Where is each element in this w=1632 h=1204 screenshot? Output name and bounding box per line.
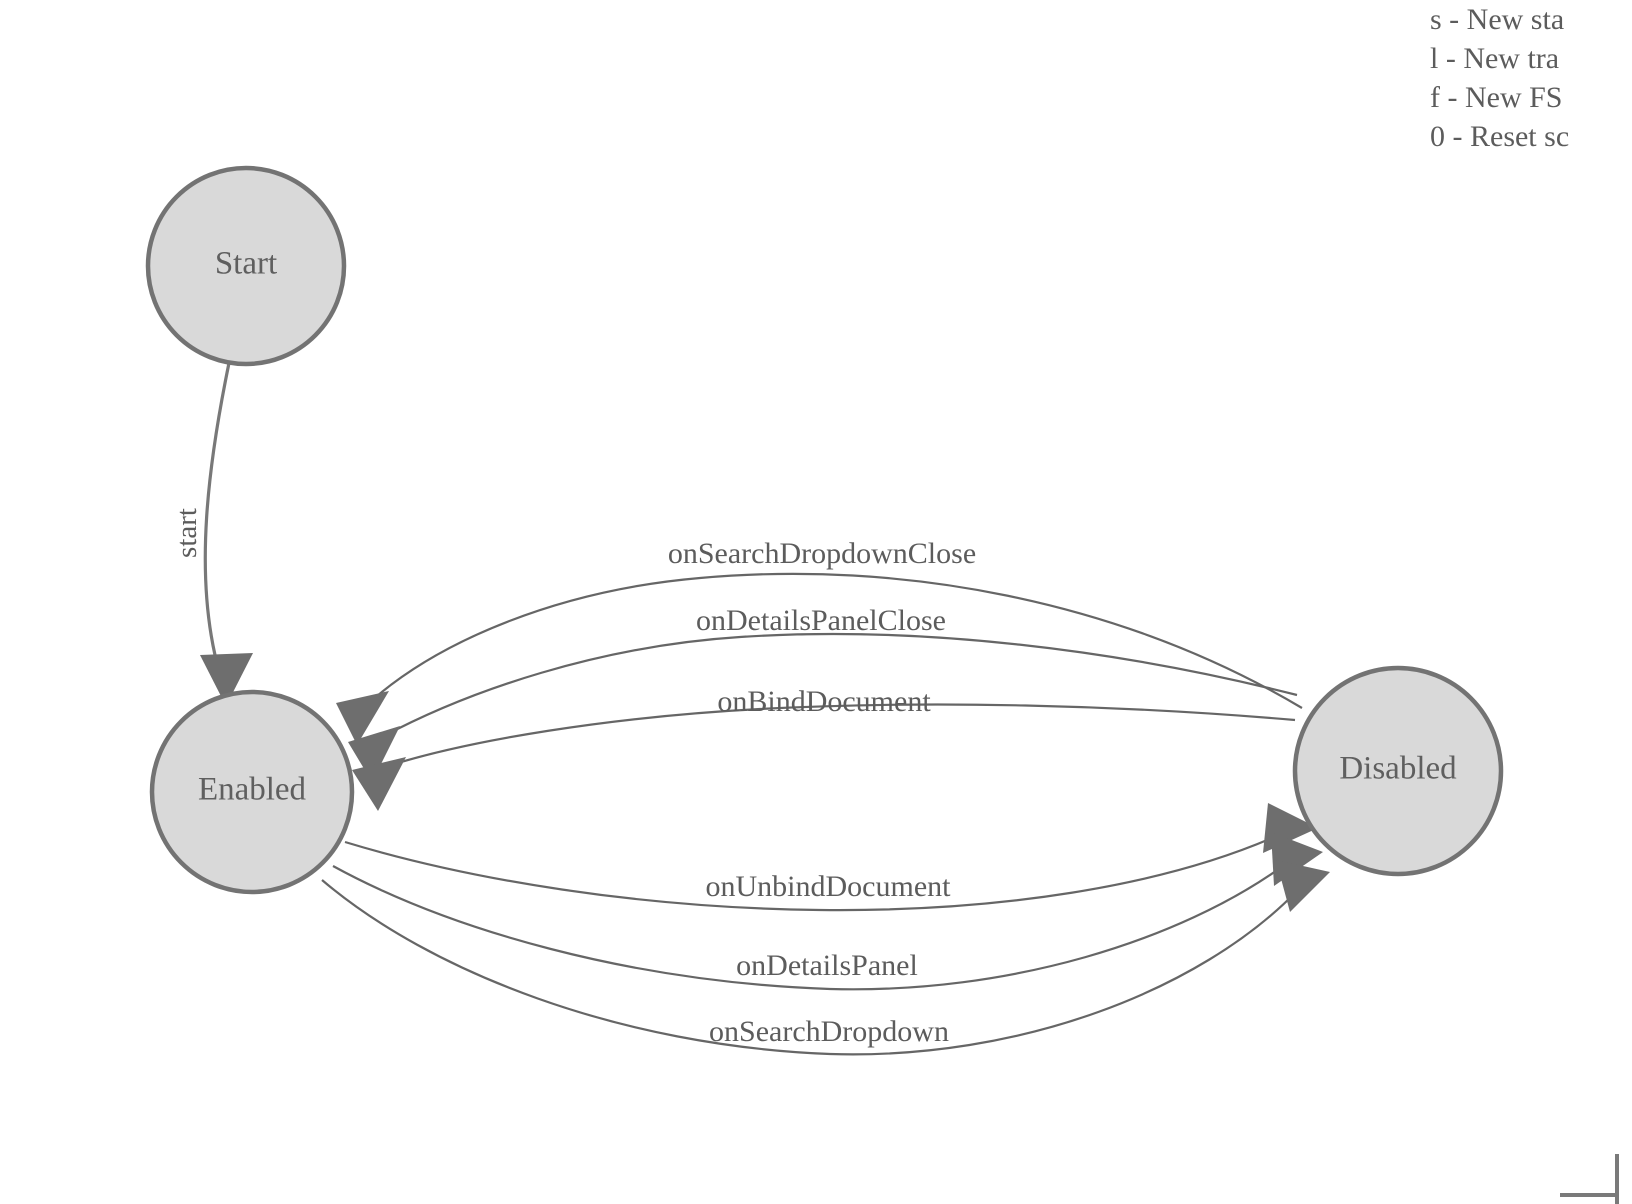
edge-start-to-enabled[interactable]: start (171, 362, 253, 706)
edge-enabled-to-disabled-onDetailsPanel[interactable]: onDetailsPanel (332, 832, 1323, 991)
corner-horizontal-rule (1560, 1193, 1619, 1197)
edge-path-onDetailsPanel (332, 865, 1284, 991)
edge-path-onDetailsPanelClose (381, 632, 1298, 738)
arrowhead-icon (200, 653, 253, 706)
edge-disabled-to-enabled-onSearchDropdownClose[interactable]: onSearchDropdownClose (336, 537, 1303, 745)
legend-line-reset: 0 - Reset sc (1430, 120, 1570, 153)
node-start[interactable]: Start (145, 165, 347, 367)
edge-label-start: start (171, 508, 203, 558)
edge-label-onBindDocument: onBindDocument (717, 685, 931, 718)
arrowhead-icon (352, 757, 406, 811)
node-enabled[interactable]: Enabled (149, 689, 355, 895)
edge-enabled-to-disabled-onSearchDropdown[interactable]: onSearchDropdown (321, 860, 1330, 1056)
edge-path-onBindDocument (387, 703, 1296, 768)
edge-label-onDetailsPanelClose: onDetailsPanelClose (696, 604, 946, 637)
node-disabled-label: Disabled (1339, 751, 1457, 787)
node-disabled-circle (1292, 665, 1504, 877)
edge-disabled-to-enabled-onBindDocument[interactable]: onBindDocument (352, 685, 1296, 811)
edge-path-onUnbindDocument (344, 836, 1273, 912)
edge-label-onSearchDropdownClose: onSearchDropdownClose (668, 537, 976, 570)
resize-corner-mark[interactable] (1560, 1154, 1632, 1204)
edge-label-onSearchDropdown: onSearchDropdown (709, 1015, 949, 1048)
edge-path-start-enabled (203, 362, 231, 656)
legend-line-new-transition: l - New tra (1430, 42, 1560, 75)
edge-enabled-to-disabled-onUnbindDocument[interactable]: onUnbindDocument (344, 803, 1318, 912)
legend-line-new-state: s - New sta (1430, 3, 1565, 36)
edge-path-onSearchDropdown (321, 879, 1297, 1056)
node-start-circle (145, 165, 347, 367)
arrowhead-icon (1276, 860, 1330, 912)
legend-line-new-fsm: f - New FS (1430, 81, 1563, 114)
arrowhead-icon (336, 691, 389, 745)
arrowhead-icon (348, 726, 400, 782)
node-enabled-label: Enabled (198, 772, 307, 808)
keyboard-shortcut-legend: s - New sta l - New tra f - New FS 0 - R… (1430, 0, 1632, 156)
edge-label-onDetailsPanel: onDetailsPanel (736, 949, 918, 982)
edge-disabled-to-enabled-onDetailsPanelClose[interactable]: onDetailsPanelClose (348, 604, 1298, 782)
node-start-label: Start (215, 246, 277, 282)
node-disabled[interactable]: Disabled (1292, 665, 1504, 877)
edge-path-onSearchDropdownClose (369, 572, 1303, 709)
node-enabled-circle (149, 689, 355, 895)
corner-vertical-rule (1615, 1154, 1619, 1204)
edge-label-onUnbindDocument: onUnbindDocument (706, 870, 952, 903)
